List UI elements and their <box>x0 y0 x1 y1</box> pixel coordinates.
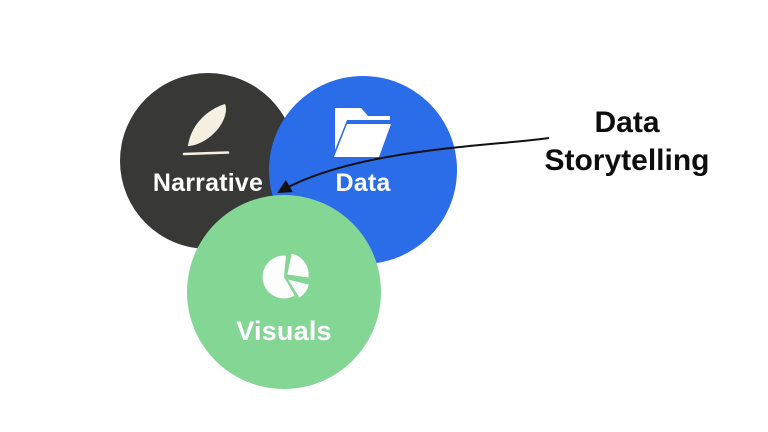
data-circle-content: Data <box>334 106 392 198</box>
narrative-label: Narrative <box>152 169 264 197</box>
feather-icon <box>182 104 230 156</box>
data-label: Data <box>335 169 391 197</box>
narrative-circle-content: Narrative <box>153 100 263 198</box>
diagram-title: Data Storytelling <box>537 104 717 180</box>
diagram-title-line2: Storytelling <box>544 144 710 177</box>
visuals-label: Visuals <box>236 316 332 346</box>
visuals-circle-content: Visuals <box>236 249 332 347</box>
diagram-title-line1: Data <box>594 106 660 139</box>
open-folder-icon <box>334 108 391 157</box>
pie-chart-icon <box>262 253 309 299</box>
narrative-circle: Narrative <box>120 73 296 249</box>
visuals-circle: Visuals <box>187 195 381 389</box>
